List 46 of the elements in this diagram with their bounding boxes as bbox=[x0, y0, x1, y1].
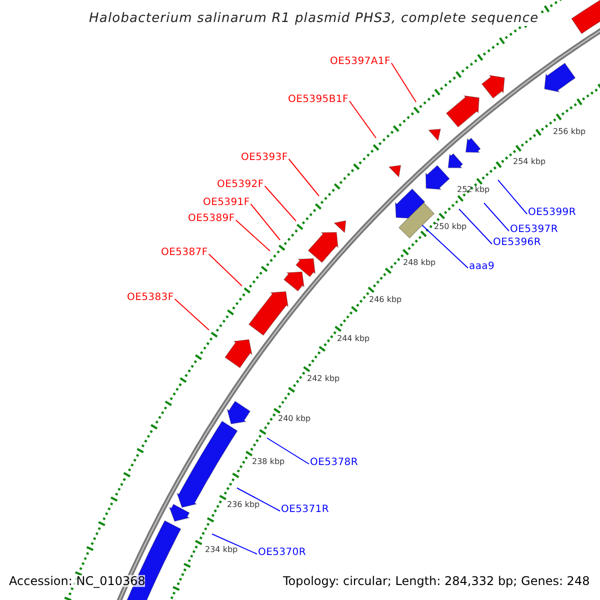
leader-line bbox=[266, 438, 310, 464]
leader-line bbox=[422, 224, 468, 268]
gene-label: OE5397A1F bbox=[330, 57, 390, 67]
gene-label: aaa9 bbox=[469, 262, 495, 272]
gene-label: OE5396R bbox=[493, 238, 541, 248]
leader-line bbox=[174, 298, 210, 330]
tick-label: 234 kbp bbox=[205, 546, 238, 554]
gene-label: OE5371R bbox=[281, 505, 329, 515]
tick-label: 236 kbp bbox=[227, 501, 260, 509]
tick-label: 244 kbp bbox=[337, 335, 370, 343]
leader-line bbox=[498, 180, 528, 214]
tick-label: 254 kbp bbox=[513, 158, 546, 166]
title: Halobacterium salinarum R1 plasmid PHS3, complete sequence bbox=[87, 11, 541, 26]
gene-label: OE5393F bbox=[241, 153, 288, 163]
leader-line bbox=[458, 208, 492, 244]
leader-line bbox=[390, 62, 416, 102]
leader-line bbox=[235, 220, 270, 252]
leader-line bbox=[264, 186, 296, 222]
tick-label: 238 kbp bbox=[252, 458, 285, 466]
gene-label: OE5370R bbox=[258, 548, 306, 558]
feature-block bbox=[398, 202, 435, 239]
gene-label: OE5395B1F bbox=[288, 95, 348, 105]
tick-label: 252 kbp bbox=[457, 186, 490, 194]
tick-label: 246 kbp bbox=[369, 296, 402, 304]
leader-line bbox=[236, 488, 280, 512]
summary-text: Topology: circular; Length: 284,332 bp; Genes: 248 bbox=[283, 575, 590, 587]
leader-line bbox=[288, 158, 320, 196]
leader-line bbox=[250, 204, 280, 240]
tick-label: 248 kbp bbox=[403, 259, 436, 267]
leader-line bbox=[212, 534, 258, 554]
gene-label: OE5397R bbox=[510, 225, 558, 235]
gene-label: OE5387F bbox=[161, 248, 208, 258]
leader-line bbox=[208, 254, 242, 286]
leader-line bbox=[348, 100, 376, 138]
gene-label: OE5378R bbox=[310, 458, 358, 468]
gene-label: OE5383F bbox=[127, 293, 174, 303]
tick-label: 256 kbp bbox=[553, 128, 586, 136]
accession-text: Accession: NC_010368 bbox=[9, 575, 146, 587]
tick-label: 250 kbp bbox=[434, 223, 467, 231]
leader-line bbox=[484, 202, 510, 232]
tick-label: 240 kbp bbox=[278, 415, 311, 423]
gene-label: OE5392F bbox=[217, 180, 264, 190]
gene-label: OE5399R bbox=[528, 208, 576, 218]
gene-label: OE5389F bbox=[188, 214, 235, 224]
tick-label: 242 kbp bbox=[307, 375, 340, 383]
gene-label: OE5391F bbox=[203, 198, 250, 208]
